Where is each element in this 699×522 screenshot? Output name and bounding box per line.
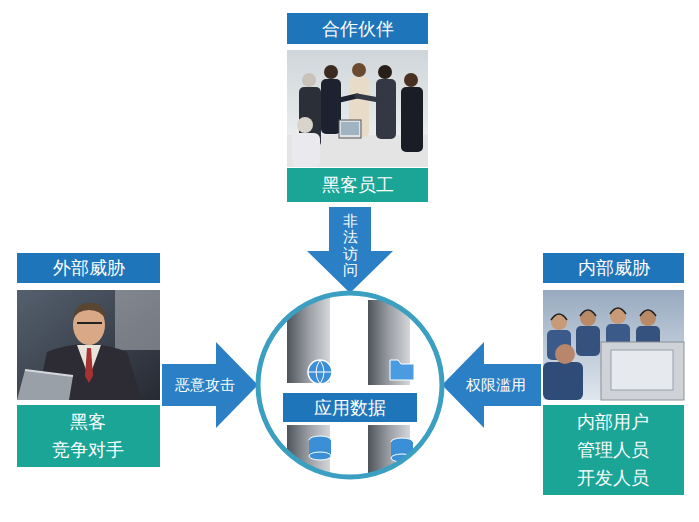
person-head [302, 73, 316, 87]
insider-photo [543, 290, 684, 400]
partner-photo [287, 50, 428, 167]
threat-panel: 合作伙伴黑客员工 [287, 13, 428, 202]
edge-label: 恶意攻击 [175, 376, 235, 394]
circle-ring [258, 293, 442, 477]
globe-lines [308, 360, 332, 384]
handshake [331, 96, 357, 102]
person-tie [85, 348, 93, 383]
header-box: 外部威胁 [17, 253, 160, 283]
person-head [297, 117, 313, 133]
panel-heading: 外部威胁 [53, 257, 125, 279]
person-body [376, 79, 396, 139]
panel-heading: 合作伙伴 [322, 18, 394, 40]
circle-label: 应用数据 [314, 397, 386, 419]
monitor-screen [341, 122, 359, 135]
panel-body: 黑客 竞争对手 [47, 408, 130, 464]
laptop [17, 370, 73, 400]
handshake [357, 96, 379, 100]
body-box: 内部用户 管理人员 开发人员 [543, 405, 684, 495]
threat-panel: 外部威胁黑客 竞争对手 [17, 253, 160, 467]
person-body [576, 326, 600, 356]
header-box: 内部威胁 [543, 253, 684, 283]
panel-body: 黑客员工 [322, 171, 394, 199]
edge-label: 权限滥用 [466, 376, 526, 394]
panel-body: 内部用户 管理人员 开发人员 [572, 408, 655, 492]
person-body [321, 79, 341, 134]
body-box: 黑客 竞争对手 [17, 405, 160, 467]
folder-icon [390, 360, 414, 380]
block-arrow [162, 342, 258, 428]
hacker-photo [17, 290, 160, 400]
header-box: 合作伙伴 [287, 13, 428, 44]
threat-panel: 内部威胁内部用户 管理人员 开发人员 [543, 253, 684, 495]
crt-screen [611, 350, 673, 390]
window-light [115, 290, 160, 350]
block-arrow [442, 342, 541, 428]
block-arrow [307, 207, 393, 293]
edge-label: 非法访问 [343, 213, 358, 279]
glasses [77, 322, 102, 324]
circle-outline [255, 290, 445, 480]
person-head [352, 63, 366, 77]
database-icon [309, 452, 331, 460]
person-body [401, 87, 423, 152]
headset [551, 308, 656, 320]
photo-ground [17, 290, 160, 400]
person-body [292, 133, 320, 167]
photo-ground [287, 50, 428, 167]
person-hair [73, 303, 106, 320]
person-body [543, 362, 583, 400]
person-head [555, 344, 575, 364]
person-head [404, 73, 418, 87]
panel-heading: 内部威胁 [578, 257, 650, 279]
crt-monitor [601, 342, 684, 400]
monitor [339, 120, 361, 138]
body-box: 黑客员工 [287, 168, 428, 202]
person-head [324, 65, 338, 79]
photo-ground [543, 290, 684, 400]
label-band: 应用数据 [283, 393, 417, 422]
data-circle: 应用数据 [255, 290, 445, 480]
person-head [378, 65, 392, 79]
laptop-edge [25, 370, 73, 376]
globe-icon [308, 360, 332, 384]
